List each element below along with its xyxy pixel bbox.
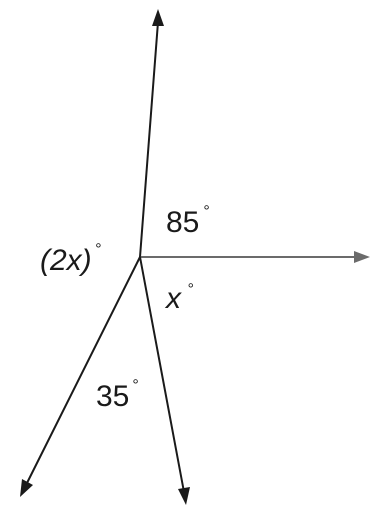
arrowhead-right bbox=[354, 251, 370, 263]
ray-lower-left bbox=[25, 256, 141, 486]
degree-symbol: ° bbox=[203, 203, 209, 220]
ray-lower-right bbox=[139, 256, 185, 493]
arrowhead-lower-right bbox=[178, 487, 190, 505]
angle-value-x: x bbox=[164, 282, 182, 315]
angle-label-x: x° bbox=[164, 281, 194, 315]
arrowhead-lower-left bbox=[20, 479, 33, 497]
angle-value-85: 85 bbox=[166, 206, 199, 239]
angle-label-2x: (2x)° bbox=[40, 241, 102, 277]
angle-label-35: 35° bbox=[96, 377, 139, 413]
angle-label-85: 85° bbox=[166, 203, 210, 239]
angle-value-2x: (2x) bbox=[40, 244, 92, 277]
arrowhead-up bbox=[152, 9, 164, 26]
degree-symbol: ° bbox=[132, 377, 138, 394]
degree-symbol: ° bbox=[95, 241, 102, 258]
degree-symbol: ° bbox=[187, 281, 194, 298]
ray-up bbox=[139, 21, 159, 258]
angle-value-35: 35 bbox=[96, 380, 129, 413]
